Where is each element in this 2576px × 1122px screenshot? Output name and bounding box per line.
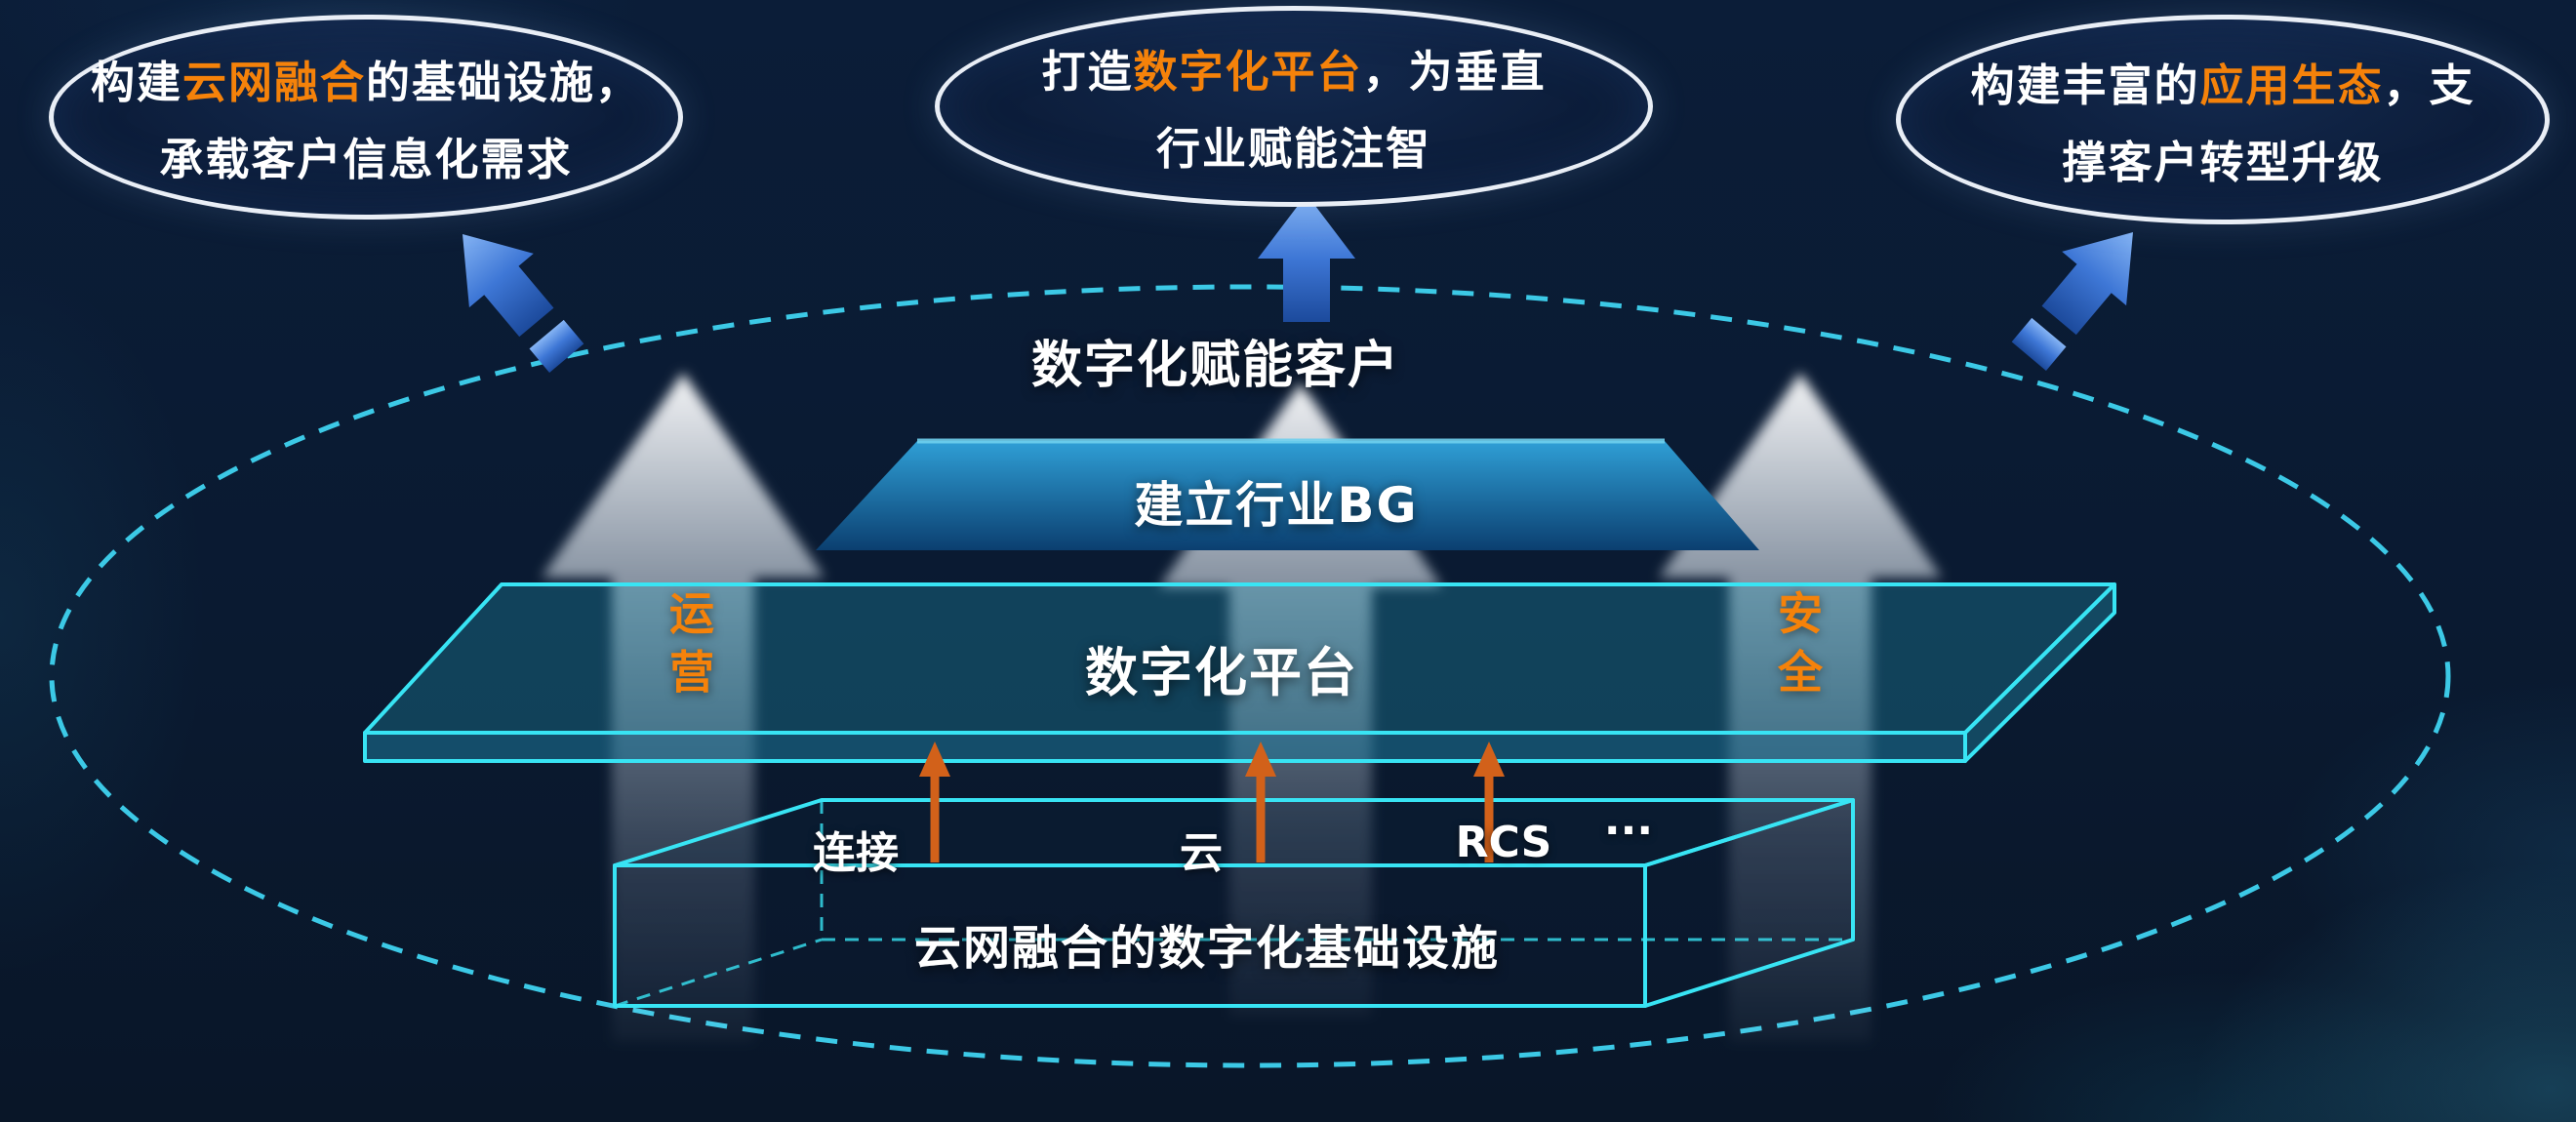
capability-label-connect: 连接 xyxy=(813,828,899,878)
pillar-label-security: 安全 xyxy=(1778,587,1823,699)
pillar-label-operation: 运营 xyxy=(669,587,714,699)
capability-label-cloud: 云 xyxy=(1180,828,1223,878)
blue-arrow-up-right xyxy=(2011,232,2133,371)
capability-arrow-cloud xyxy=(1245,741,1276,862)
platform-front-face xyxy=(363,731,1967,763)
dashed-boundary-ellipse xyxy=(49,284,2451,1068)
goal-center-text-a: 打造 xyxy=(1041,46,1134,98)
platform-side-face xyxy=(1963,582,2116,763)
goal-bubble-left: 构建云网融合的基础设施， 承载客户信息化需求 xyxy=(49,15,683,220)
goal-bubble-center-line1: 打造数字化平台，为垂直 xyxy=(1041,36,1546,100)
industry-bg-panel xyxy=(816,441,1759,550)
glow-arrow-left xyxy=(542,373,825,1042)
goal-bubble-center-line2: 行业赋能注智 xyxy=(1155,123,1431,175)
goal-right-highlight: 应用生态 xyxy=(2199,59,2384,111)
blue-arrow-up-center xyxy=(1258,194,1355,322)
capability-label-more: ··· xyxy=(1603,806,1654,856)
infra-box-front-face xyxy=(613,863,1647,1008)
infra-box-hidden-edges xyxy=(614,800,1853,1008)
capability-label-rcs: RCS xyxy=(1455,818,1552,867)
platform-label: 数字化平台 xyxy=(1085,642,1358,703)
industry-bg-shape xyxy=(816,438,1759,550)
empower-heading: 数字化赋能客户 xyxy=(1030,337,1400,395)
goal-bubble-right-line2: 撑客户转型升级 xyxy=(2062,136,2384,188)
industry-bg-label: 建立行业BG xyxy=(1134,477,1419,534)
goal-bubble-left-line1: 构建云网融合的基础设施， xyxy=(91,47,641,110)
capability-arrow-rcs xyxy=(1473,741,1505,862)
infra-label: 云网融合的数字化基础设施 xyxy=(913,921,1500,976)
goal-right-text-a: 构建丰富的 xyxy=(1970,59,2200,111)
goal-bubble-left-line2: 承载客户信息化需求 xyxy=(159,134,573,185)
goal-left-highlight: 云网融合 xyxy=(181,57,366,108)
goal-bubble-right-line1: 构建丰富的应用生态，支 xyxy=(1970,50,2475,113)
platform-slab xyxy=(363,582,2116,763)
capability-arrows xyxy=(919,741,1505,862)
goal-center-highlight: 数字化平台 xyxy=(1133,46,1363,98)
blue-arrows xyxy=(463,194,2133,373)
capability-arrow-connect xyxy=(919,741,950,862)
infra-box xyxy=(613,798,1855,1008)
goal-bubble-center: 打造数字化平台，为垂直 行业赋能注智 xyxy=(935,6,1653,207)
goal-left-text-c: 的基础设施， xyxy=(366,57,642,108)
goal-right-text-c: ，支 xyxy=(2383,59,2475,111)
goal-center-text-c: ，为垂直 xyxy=(1362,46,1547,98)
blue-arrow-up-left xyxy=(463,234,584,373)
goal-bubble-right: 构建丰富的应用生态，支 撑客户转型升级 xyxy=(1896,15,2550,224)
goal-left-text-a: 构建 xyxy=(90,57,182,108)
